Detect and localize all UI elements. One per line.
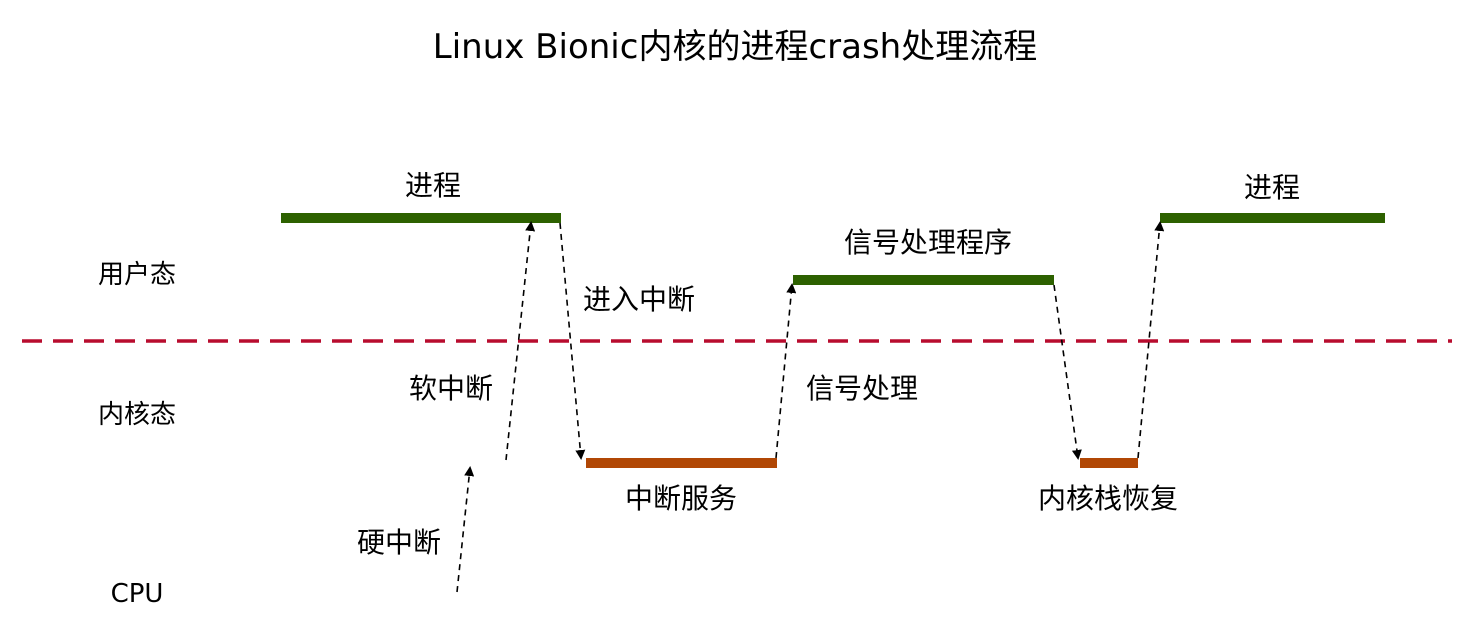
arrow-hard-interrupt xyxy=(456,466,475,593)
segment-label-process-end: 进程 xyxy=(1244,171,1300,204)
segment-label-interrupt-service: 中断服务 xyxy=(625,482,737,515)
row-label-kernel: 内核态 xyxy=(98,400,176,430)
arrow-to-stack-restore xyxy=(1053,284,1082,460)
transition-arrows xyxy=(456,221,1165,593)
row-label-cpu: CPU xyxy=(111,579,164,609)
transition-label-signal-processing: 信号处理 xyxy=(806,372,918,405)
segment-label-process-start: 进程 xyxy=(405,169,461,202)
transition-label-soft-interrupt: 软中断 xyxy=(409,372,493,405)
segment-label-signal-handler: 信号处理程序 xyxy=(844,226,1012,259)
row-label-user: 用户态 xyxy=(98,260,176,290)
arrow-signal-processing xyxy=(775,283,797,459)
arrow-soft-interrupt xyxy=(505,221,536,461)
transition-label-enter-interrupt: 进入中断 xyxy=(583,283,695,316)
transition-label-hard-interrupt: 硬中断 xyxy=(357,526,441,559)
segment-label-kernel-stack-restore: 内核栈恢复 xyxy=(1038,482,1178,515)
diagram-title: Linux Bionic内核的进程crash处理流程 xyxy=(433,27,1037,67)
